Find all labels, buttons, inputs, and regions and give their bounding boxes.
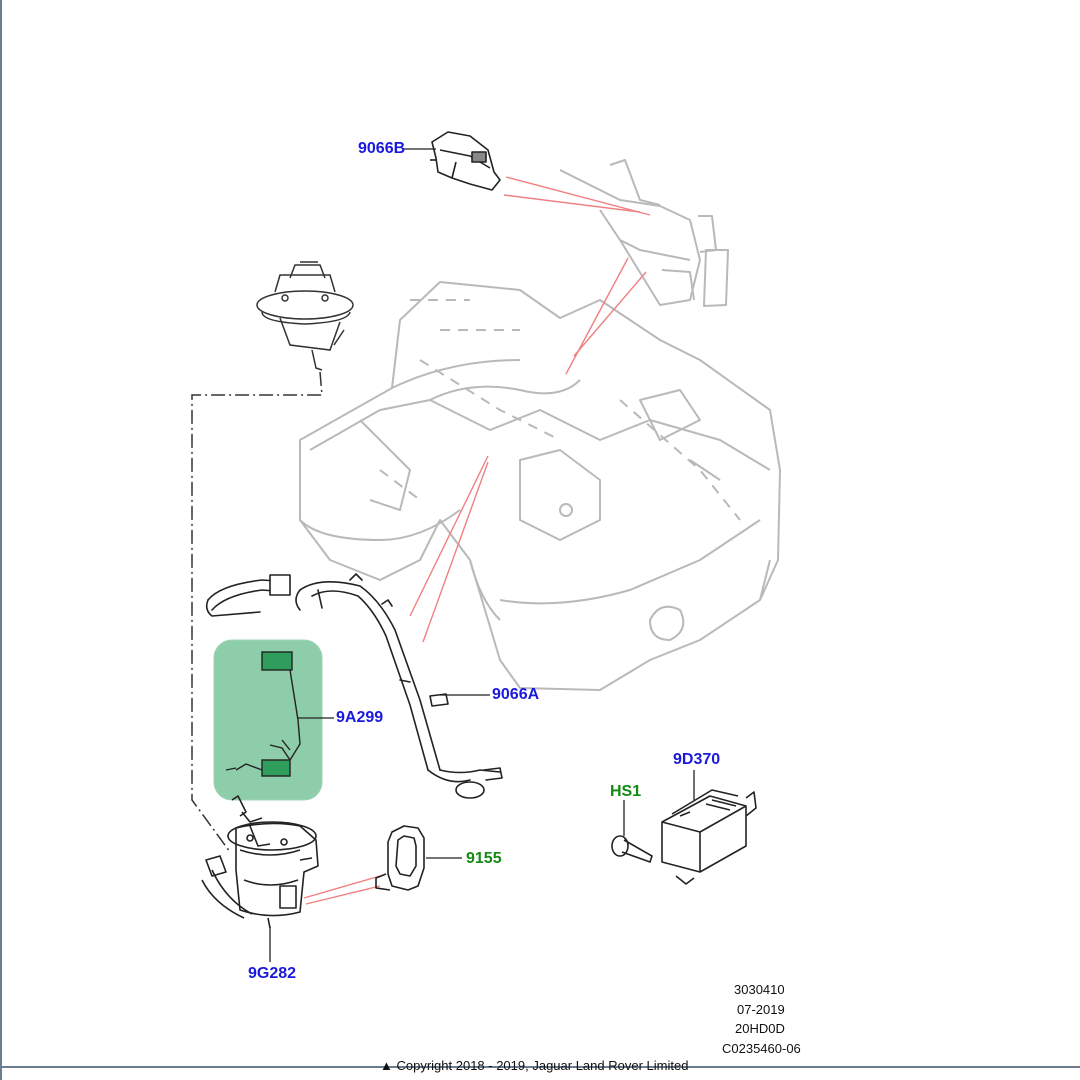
bolt-hs1 (611, 835, 653, 864)
callout-9d370[interactable]: 9D370 (673, 751, 721, 768)
fuel-pump-9g282 (201, 795, 319, 929)
callout-9a299[interactable]: 9A299 (336, 709, 384, 726)
bracket-9155 (375, 825, 425, 891)
stamp-line-3: 20HD0D (735, 1021, 785, 1036)
left-frame-border (0, 0, 2, 1080)
stamp-line-1: 3030410 (734, 982, 785, 997)
highlight-9a299 (213, 639, 323, 801)
module-9d370 (661, 789, 757, 885)
bottom-frame-border (0, 1066, 1080, 1068)
vent-valve-bracket (559, 159, 729, 307)
callout-9066b[interactable]: 9066B (358, 140, 406, 157)
stamp-line-4: C0235460-06 (722, 1041, 801, 1056)
fuel-tank (299, 281, 781, 691)
callout-hs1[interactable]: HS1 (610, 783, 642, 800)
red-leader-lines (303, 176, 651, 905)
module-9066b (430, 131, 501, 191)
fuel-line-9066a (205, 573, 503, 799)
callout-9155[interactable]: 9155 (466, 850, 502, 867)
callout-9066a[interactable]: 9066A (492, 686, 540, 703)
assembly-leader-dashdot (191, 371, 323, 853)
callout-9g282[interactable]: 9G282 (248, 965, 297, 982)
stamp-line-2: 07-2019 (737, 1002, 785, 1017)
copyright-notice: ▲ Copyright 2018 - 2019, Jaguar Land Rov… (380, 1058, 689, 1073)
callout-leaders (269, 148, 695, 962)
pump-flange-assembly (256, 261, 354, 371)
